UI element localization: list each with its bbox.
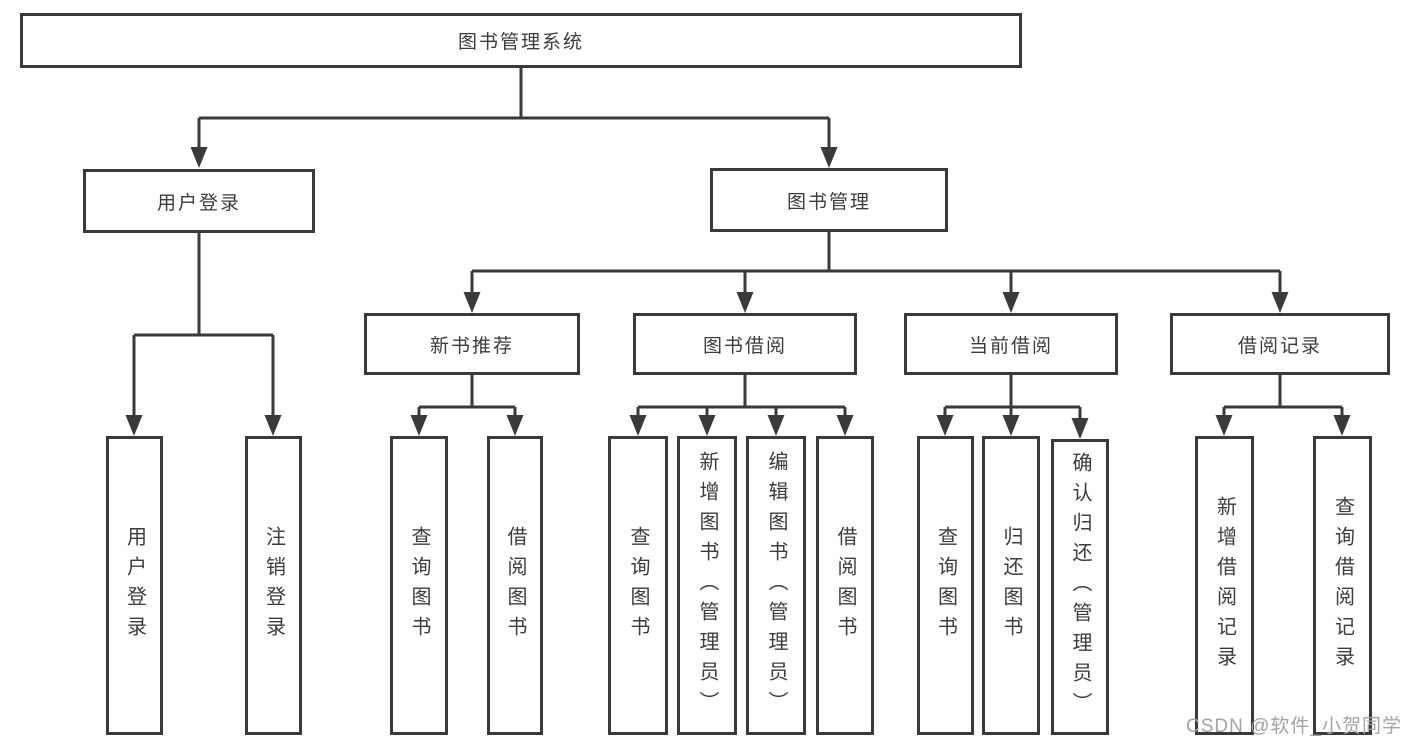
node-book-borrow: 图书借阅: [633, 313, 857, 375]
connector-root-to-level2: [197, 68, 831, 152]
leaf-confirm-return-admin: 确认归还（管理员）: [1051, 439, 1109, 735]
node-label: 查询图书: [408, 525, 430, 646]
node-label: 图书管理: [786, 191, 871, 213]
node-label: 图书借阅: [702, 335, 787, 357]
leaf-return-book: 归还图书: [982, 436, 1040, 735]
leaf-borrow-books-recommend: 借阅图书: [487, 436, 543, 735]
watermark: CSDN @软件_小贺同学: [1186, 716, 1402, 737]
connector-borrow-record-children: [1222, 375, 1344, 421]
leaf-user-login: 用户登录: [106, 436, 163, 735]
node-label: 借阅图书: [504, 525, 526, 646]
arrowhead-icon: [767, 415, 785, 436]
node-label: 确认归还（管理员）: [1069, 452, 1091, 722]
connector-book-mgmt-children: [470, 232, 1282, 297]
node-user-login: 用户登录: [83, 169, 315, 233]
node-current-borrow: 当前借阅: [904, 313, 1118, 375]
connector-user-login-children: [132, 233, 275, 421]
node-label: 用户登录: [123, 525, 146, 646]
leaf-add-borrow-record: 新增借阅记录: [1195, 436, 1254, 735]
connector-book-borrow-children: [636, 375, 847, 421]
arrowhead-icon: [1271, 292, 1289, 313]
node-label: 编辑图书（管理员）: [765, 450, 787, 721]
leaf-edit-book-admin: 编辑图书（管理员）: [746, 436, 806, 735]
leaf-query-borrow-record: 查询借阅记录: [1313, 436, 1372, 735]
node-label: 查询借阅记录: [1331, 495, 1354, 676]
node-label: 借阅记录: [1237, 335, 1322, 357]
leaf-logout: 注销登录: [245, 436, 302, 735]
arrowhead-icon: [1333, 415, 1351, 436]
node-label: 用户登录: [156, 192, 241, 214]
leaf-add-book-admin: 新增图书（管理员）: [677, 436, 737, 735]
leaf-query-books-borrow: 查询图书: [608, 436, 668, 735]
node-label: 新增借阅记录: [1213, 495, 1236, 676]
node-book-management: 图书管理: [710, 168, 948, 232]
node-label: 图书管理系统: [457, 32, 584, 53]
node-system-root: 图书管理系统: [20, 13, 1022, 68]
node-label: 注销登录: [262, 525, 285, 646]
arrowhead-icon: [410, 415, 428, 436]
arrowhead-icon: [190, 147, 208, 168]
arrowhead-icon: [463, 292, 481, 313]
node-label: 借阅图书: [834, 525, 856, 646]
arrowheads: [125, 147, 1351, 439]
node-label: 新增图书（管理员）: [696, 450, 718, 721]
arrowhead-icon: [736, 292, 754, 313]
node-label: 查询图书: [627, 525, 649, 646]
arrowhead-icon: [1071, 418, 1089, 439]
node-label: 查询图书: [934, 525, 957, 646]
leaf-query-books-recommend: 查询图书: [390, 436, 448, 735]
leaf-query-books-current: 查询图书: [917, 436, 974, 735]
node-new-book-recommend: 新书推荐: [364, 313, 580, 375]
arrowhead-icon: [264, 415, 282, 436]
arrowhead-icon: [506, 415, 524, 436]
arrowhead-icon: [836, 415, 854, 436]
arrowhead-icon: [820, 147, 838, 168]
arrowhead-icon: [125, 415, 143, 436]
node-label: 归还图书: [1000, 525, 1022, 646]
connector-current-borrow-children: [943, 375, 1082, 424]
leaf-borrow-books-borrow: 借阅图书: [816, 436, 874, 735]
node-label: 当前借阅: [968, 335, 1053, 357]
arrowhead-icon: [698, 415, 716, 436]
arrowhead-icon: [936, 415, 954, 436]
connector-new-book-children: [417, 375, 517, 421]
arrowhead-icon: [1002, 292, 1020, 313]
arrowhead-icon: [1002, 415, 1020, 436]
arrowhead-icon: [1215, 415, 1233, 436]
arrowhead-icon: [629, 415, 647, 436]
node-label: 新书推荐: [429, 335, 514, 357]
node-borrow-records: 借阅记录: [1170, 313, 1390, 375]
